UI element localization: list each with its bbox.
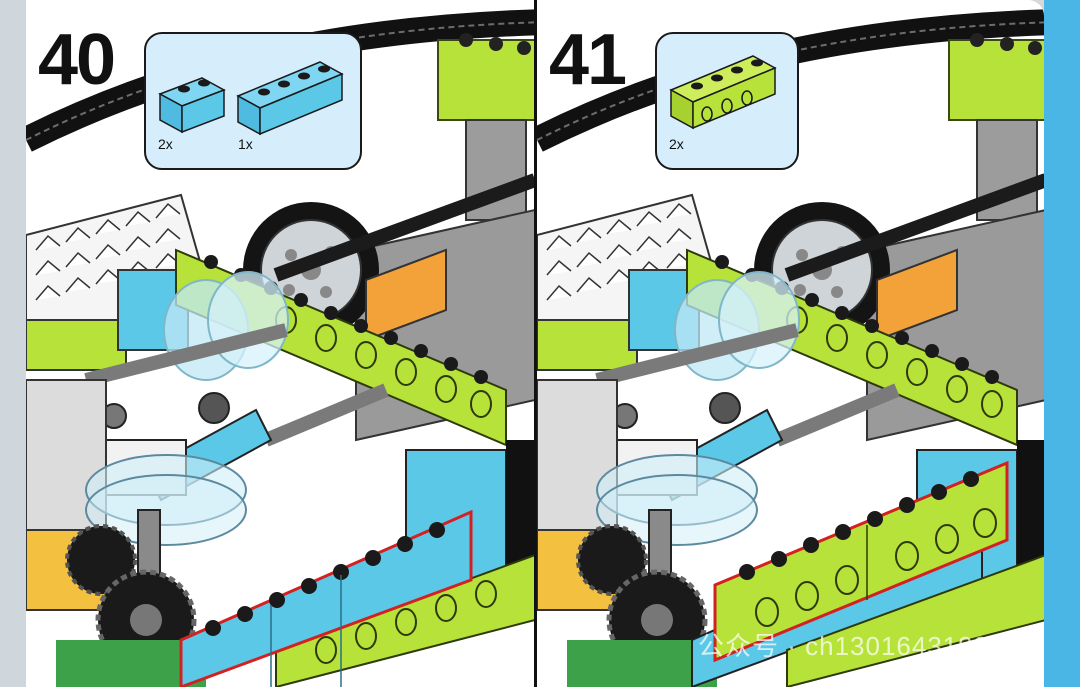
azure-1x2-brick-icon [158,77,226,134]
step-divider [534,0,537,687]
step-number: 41 [549,20,627,100]
step-number: 40 [38,20,116,100]
parts-illustration [669,55,777,130]
parts-callout: 2x 1x [144,32,362,170]
azure-1x4-brick-icon [236,61,344,136]
page-edge-right [1044,0,1080,687]
instruction-page: 40 2x [26,0,1044,687]
step-40-build-illustration [26,9,535,687]
parts-callout: 2x [655,32,799,170]
part-quantity: 2x [669,136,684,152]
page-edge-left [0,0,26,687]
parts-illustration [158,61,344,136]
lime-1x4-technic-brick-icon [669,55,777,130]
step-40-panel: 40 2x [26,0,535,687]
part-quantity: 1x [238,136,253,152]
step-41-panel: 41 2x [537,0,1044,687]
step-41-build-illustration [537,9,1044,687]
part-quantity: 2x [158,136,173,152]
watermark-text: 公众号 · ch13016431995 [698,631,1005,661]
